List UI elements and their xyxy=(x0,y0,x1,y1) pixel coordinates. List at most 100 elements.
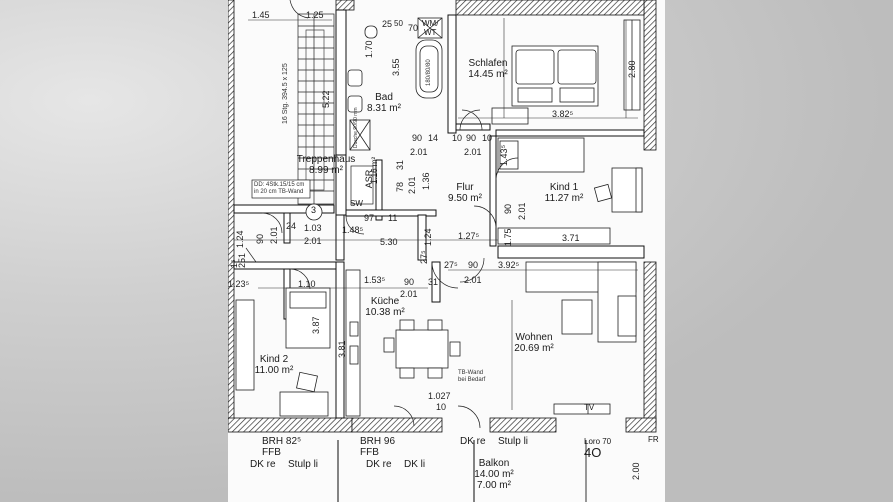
room-wohnen: Wohnen 20.69 m² xyxy=(506,332,562,354)
bathroom-fixtures xyxy=(347,17,443,151)
window-dk-re-2: DK re xyxy=(366,459,392,470)
dim-1-027: 1.027 xyxy=(428,391,451,401)
room-balkon: Balkon 14.00 m² 7.00 m² xyxy=(464,458,524,491)
kind1-furniture xyxy=(497,137,643,245)
dim-2-01-g: 2.01 xyxy=(400,289,418,299)
room-name: Schlafen xyxy=(468,58,508,69)
ffb-label-1: FFB xyxy=(262,447,281,458)
room-treppenhaus: Treppenhaus 8.99 m² xyxy=(286,154,366,176)
tv-label: TV xyxy=(584,403,595,412)
dim-1-45: 1.45 xyxy=(252,10,270,20)
dim-2-01-a: 2.01 xyxy=(410,147,428,157)
dim-2-80: 2.80 xyxy=(627,60,637,78)
dim-3-82: 3.82⁵ xyxy=(552,109,574,119)
dim-5-22: 5.22 xyxy=(321,90,331,108)
dim-3-87: 3.87 xyxy=(311,316,321,334)
dim-1-53: 1.53⁵ xyxy=(364,275,386,285)
dim-1-24-a: 1.24 xyxy=(423,228,433,246)
dim-3-55: 3.55 xyxy=(391,58,401,76)
living-furniture xyxy=(525,261,637,415)
room-area: 14.45 m² xyxy=(468,69,508,80)
dim-97: 97 xyxy=(364,213,375,223)
dim-3-92: 3.92⁵ xyxy=(498,260,520,270)
dim-90-e: 90 xyxy=(468,260,479,270)
room-name: Bad xyxy=(375,92,393,103)
duct-note-line2: in 20 cm TB-Wand xyxy=(254,189,304,195)
stair-marker-circle xyxy=(305,203,323,221)
dim-2-01-f: 2.01 xyxy=(304,236,322,246)
duct-note-line1: DD: 4Stk.15/15 cm xyxy=(254,182,305,188)
dim-2-00: 2.00 xyxy=(631,462,641,480)
dim-31: 31 xyxy=(395,159,405,170)
dim-14: 14 xyxy=(428,133,439,143)
dim-27-b: 27⁵ xyxy=(444,260,458,270)
dim-1-36: 1.36 xyxy=(421,172,431,190)
dim-70: 70 xyxy=(408,23,419,33)
tb-wand-label-2: bei Bedarf xyxy=(458,377,486,383)
dim-78: 78 xyxy=(395,181,405,192)
dim-1-43: 1.43⁵ xyxy=(499,144,509,166)
room-name: Wohnen xyxy=(515,332,553,343)
wm-label: WM/ xyxy=(422,19,439,28)
room-name: Kind 2 xyxy=(259,354,289,365)
brh-label-1: BRH 82⁵ xyxy=(262,436,302,447)
duct-note-box xyxy=(251,179,311,199)
dim-2-01-c: 2.01 xyxy=(407,176,417,194)
room-flur: Flur 9.50 m² xyxy=(440,182,490,204)
dimension-lines xyxy=(234,18,638,502)
dim-1-03: 1.03 xyxy=(304,223,322,233)
floor-plan-drawing xyxy=(228,0,657,502)
dim-1-24-b: 1.24 xyxy=(235,230,245,248)
room-kind1: Kind 1 11.27 m² xyxy=(536,182,592,204)
dim-11: 11 xyxy=(388,213,398,223)
double-bed xyxy=(491,19,641,125)
room-area: 14.00 m² xyxy=(474,469,514,480)
room-area: 20.69 m² xyxy=(514,343,554,354)
kind2-furniture xyxy=(235,287,331,417)
room-area: 8.31 m² xyxy=(367,103,401,114)
asr-cabinet xyxy=(350,165,374,205)
room-area: 11.00 m² xyxy=(254,365,294,376)
dim-25: 25 xyxy=(382,19,393,29)
dim-1-25: 1.25 xyxy=(306,10,324,20)
dim-10-a: 10 xyxy=(452,133,463,143)
room-area-secondary: 7.00 m² xyxy=(477,480,511,491)
tb-wand-label: TB-Wand xyxy=(458,370,484,376)
dim-10-c: 10 xyxy=(436,402,447,412)
dim-1-23: 1.23⁵ xyxy=(228,279,250,289)
bathtub-label: 180/80/80 xyxy=(426,59,432,86)
dim-1-5: 1⁵ xyxy=(229,259,239,268)
room-kueche: Küche 10.38 m² xyxy=(360,296,410,318)
room-asr-area: 1.16 m² xyxy=(370,156,379,184)
drain-label: Loro 70 xyxy=(584,437,612,446)
dim-2-01-e: 2.01 xyxy=(269,226,279,244)
room-schlafen: Schlafen 14.45 m² xyxy=(458,58,518,80)
dim-5-30: 5.30 xyxy=(380,237,398,247)
window-stulp-li-1: Stulp li xyxy=(288,459,319,470)
room-area: 9.50 m² xyxy=(448,193,482,204)
dim-90-b: 90 xyxy=(466,133,477,143)
ffb-label-2: FFB xyxy=(360,447,379,458)
dim-2-01-h: 2.01 xyxy=(464,275,482,285)
room-name: Balkon xyxy=(478,458,510,469)
dim-3-81: 3.81 xyxy=(337,340,347,358)
room-kind2: Kind 2 11.00 m² xyxy=(248,354,300,376)
door-stulp-li: Stulp li xyxy=(498,436,529,447)
interior-walls xyxy=(233,9,645,419)
room-name: Flur xyxy=(456,182,474,193)
brh-label-2: BRH 96 xyxy=(360,436,396,447)
dim-90-d: 90 xyxy=(255,233,265,244)
dim-90-c: 90 xyxy=(503,203,513,214)
dim-31-b: 31 xyxy=(428,277,439,287)
dim-1-75: 1.75 xyxy=(503,228,513,246)
room-area: 10.38 m² xyxy=(365,307,405,318)
dim-3-71: 3.71 xyxy=(562,233,580,243)
sw-label: SW xyxy=(350,199,363,208)
dim-90-f: 90 xyxy=(404,277,415,287)
dim-90-a: 90 xyxy=(412,133,423,143)
window-dk-re-1: DK re xyxy=(250,459,276,470)
room-name: Küche xyxy=(370,296,400,307)
room-area: 11.27 m² xyxy=(544,193,584,204)
dim-2-01-d: 2.01 xyxy=(517,202,527,220)
exterior-walls xyxy=(228,0,657,433)
